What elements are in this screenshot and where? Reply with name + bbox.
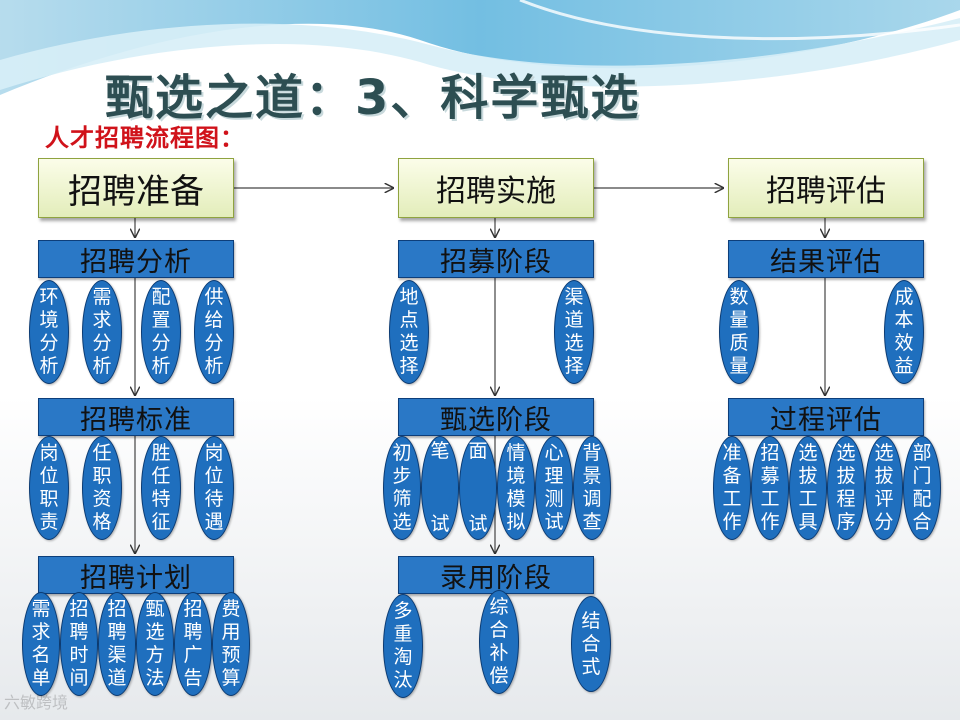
flowchart-subtitle: 人才招聘流程图： (45, 124, 245, 152)
item-dept-coop: 部 门 配 合 (903, 436, 941, 540)
header-recruitment-exec: 招聘实施 (398, 158, 594, 218)
header-label: 招聘评估 (766, 174, 886, 209)
item-situational-sim: 情 境 模 拟 (497, 436, 535, 540)
item-competency: 胜 任 特 征 (141, 436, 181, 540)
stage-process-eval: 过程评估 (728, 398, 924, 436)
header-recruitment-prep: 招聘准备 (38, 158, 234, 218)
header-label: 招聘实施 (436, 174, 556, 209)
stage-recruitment-standard: 招聘标准 (38, 398, 234, 436)
item-selection-score: 选 拔 评 分 (865, 436, 903, 540)
item-channel-choice: 渠 道 选 择 (554, 280, 594, 384)
item-cost-benefit: 成 本 效 益 (884, 280, 924, 384)
item-prep-work: 准 备 工 作 (713, 436, 751, 540)
item-job-pay: 岗 位 待 遇 (194, 436, 234, 540)
item-qualification: 任 职 资 格 (82, 436, 122, 540)
stage-hiring: 录用阶段 (398, 556, 594, 594)
header-label: 招聘准备 (68, 171, 204, 212)
item-recruit-time: 招 聘 时 间 (60, 592, 98, 696)
interview-char-2: 试 (468, 513, 488, 535)
interview-char-1: 面 (468, 440, 488, 462)
stage-result-eval: 结果评估 (728, 240, 924, 278)
item-location-choice: 地 点 选 择 (389, 280, 429, 384)
decorative-swoosh (0, 0, 960, 95)
item-job-duty: 岗 位 职 责 (29, 436, 69, 540)
item-written-test: 笔试 (421, 436, 459, 540)
stage-recruitment-analysis: 招聘分析 (38, 240, 234, 278)
item-psych-test: 心 理 测 试 (535, 436, 573, 540)
slide-title: 甄选之道：3、科学甄选 (105, 70, 641, 126)
written-test-char-2: 试 (430, 513, 450, 535)
item-interview: 面试 (459, 436, 497, 540)
item-supply-analysis: 供 给 分 析 (194, 280, 234, 384)
item-budget: 费 用 预 算 (212, 592, 250, 696)
header-recruitment-eval: 招聘评估 (728, 158, 924, 218)
stage-attraction: 招募阶段 (398, 240, 594, 278)
written-test-char-1: 笔 (430, 440, 450, 462)
item-selection-process: 选 拔 程 序 (827, 436, 865, 540)
watermark: 六敏跨境 (4, 693, 69, 712)
stage-recruitment-plan: 招聘计划 (38, 556, 234, 594)
item-demand-list: 需 求 名 单 (22, 592, 60, 696)
stage-selection: 甄选阶段 (398, 398, 594, 436)
item-quantity-quality: 数 量 质 量 (719, 280, 759, 384)
item-compensatory: 综 合 补 偿 (479, 590, 519, 694)
item-combined: 结 合 式 (571, 596, 611, 692)
item-selection-method: 甄 选 方 法 (136, 592, 174, 696)
item-multi-elimination: 多 重 淘 汰 (383, 594, 423, 698)
item-recruit-ad: 招 聘 广 告 (174, 592, 212, 696)
item-selection-tool: 选 拔 工 具 (789, 436, 827, 540)
item-recruit-channel: 招 聘 渠 道 (98, 592, 136, 696)
item-demand-analysis: 需 求 分 析 (82, 280, 122, 384)
item-config-analysis: 配 置 分 析 (141, 280, 181, 384)
item-background-check: 背 景 调 查 (573, 436, 611, 540)
item-recruit-work: 招 募 工 作 (751, 436, 789, 540)
item-initial-screening: 初 步 筛 选 (383, 436, 421, 540)
item-env-analysis: 环 境 分 析 (29, 280, 69, 384)
